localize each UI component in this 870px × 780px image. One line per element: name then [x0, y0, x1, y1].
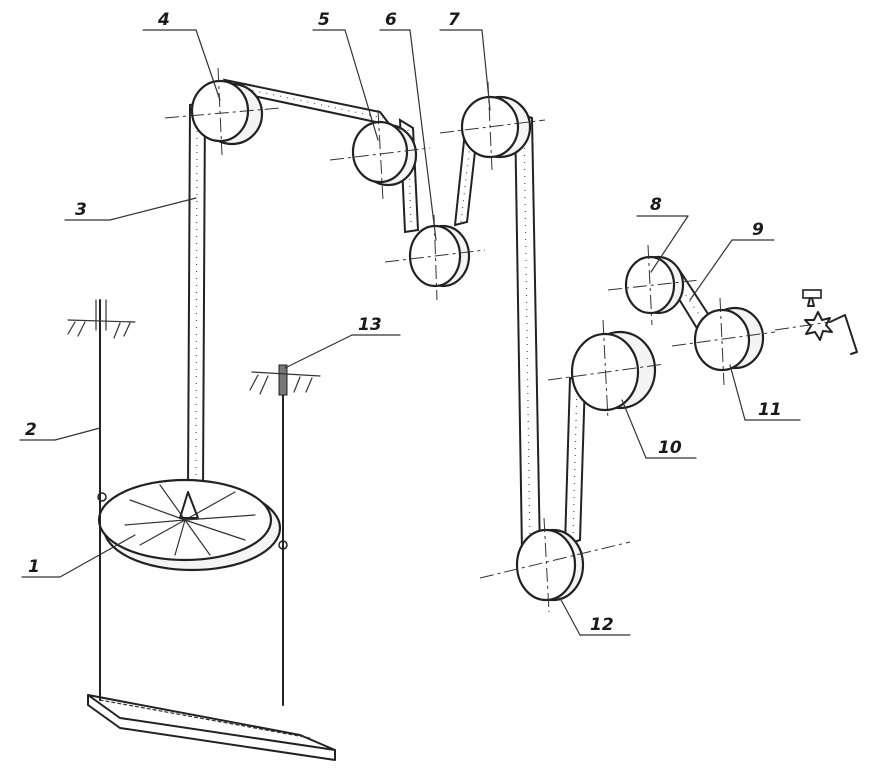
callout-5: 5 [318, 10, 330, 30]
callout-1: 1 [28, 557, 40, 577]
callout-9: 9 [752, 220, 764, 240]
pulley-11 [671, 297, 776, 386]
callout-3: 3 [75, 200, 87, 220]
pulley-10 [547, 319, 666, 421]
guide-rod-2 [67, 299, 136, 701]
pulley-4 [164, 67, 281, 156]
leader-lines [19, 29, 801, 636]
callout-10: 10 [658, 438, 682, 458]
callout-13: 13 [358, 315, 382, 335]
base-plate [87, 694, 336, 761]
disc-1 [97, 478, 288, 572]
belt [186, 78, 714, 557]
pulley-7 [439, 81, 546, 171]
pulley-6 [384, 214, 486, 301]
callout-6: 6 [385, 10, 397, 30]
guide-rod-13 [249, 364, 321, 706]
callouts: 1 2 3 4 5 6 7 8 9 10 11 12 13 [25, 10, 782, 635]
callout-11: 11 [758, 400, 782, 420]
pulley-12 [479, 517, 631, 613]
pulley-8 [607, 244, 701, 326]
callout-7: 7 [448, 10, 460, 30]
callout-4: 4 [157, 10, 170, 30]
callout-2: 2 [25, 420, 37, 440]
callout-12: 12 [590, 615, 614, 635]
pulley-5 [329, 109, 431, 201]
output-star-wheel [774, 289, 858, 355]
callout-8: 8 [650, 195, 662, 215]
